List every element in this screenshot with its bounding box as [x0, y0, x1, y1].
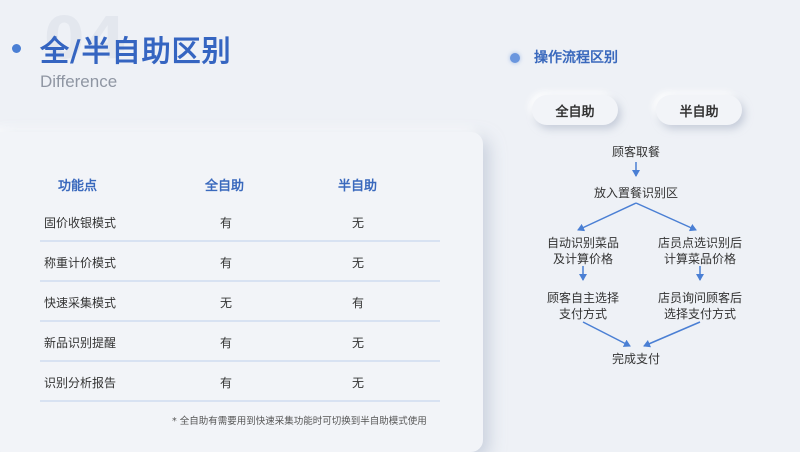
table-header-semi-self: 半自助: [338, 179, 378, 194]
mode-pill-semi-self: 半自助: [656, 95, 742, 125]
semi-self-cell: 有: [352, 296, 365, 310]
full-self-cell: 有: [220, 216, 233, 230]
feature-cell: 称重计价模式: [44, 256, 117, 270]
row-divider: [40, 400, 440, 402]
title-bullet-icon: [12, 44, 21, 53]
feature-cell: 新品识别提醒: [44, 336, 117, 350]
flow-step-pickup: 顾客取餐: [611, 145, 660, 159]
semi-self-cell: 无: [352, 256, 365, 270]
table-row: 识别分析报告 有 无: [0, 362, 470, 402]
flow-right-staff-pay: 店员询问顾客后 选择支付方式: [657, 291, 742, 321]
full-self-cell: 有: [220, 336, 233, 350]
table-header-feature: 功能点: [58, 179, 98, 194]
full-self-cell: 无: [220, 296, 233, 310]
semi-self-cell: 无: [352, 336, 365, 350]
arrow-step2-to-left: [577, 202, 637, 232]
page-subtitle: Difference: [40, 72, 118, 91]
page-title: 全/半自助区别: [40, 34, 232, 68]
table-row: 称重计价模式 有 无: [0, 242, 470, 282]
row-divider: [40, 280, 440, 282]
table-row: 固价收银模式 有 无: [0, 202, 470, 242]
section-bullet-icon: [510, 53, 520, 63]
arrow-left-to-end: [582, 321, 631, 347]
flow-section-title: 操作流程区别: [534, 50, 618, 66]
feature-cell: 识别分析报告: [44, 376, 117, 390]
row-divider: [40, 240, 440, 242]
flow-step-place: 放入置餐识别区: [593, 186, 678, 200]
row-divider: [40, 360, 440, 362]
table-row: 新品识别提醒 有 无: [0, 322, 470, 362]
row-divider: [40, 320, 440, 322]
table-row: 快速采集模式 无 有: [0, 282, 470, 322]
full-self-cell: 有: [220, 376, 233, 390]
full-self-cell: 有: [220, 256, 233, 270]
comparison-table-card: [0, 132, 483, 452]
feature-cell: 快速采集模式: [44, 296, 117, 310]
feature-cell: 固价收银模式: [44, 216, 117, 230]
flow-right-staff-select: 店员点选识别后 计算菜品价格: [657, 236, 742, 266]
arrow-right-to-end: [643, 321, 701, 348]
flow-step-complete: 完成支付: [611, 352, 660, 366]
semi-self-cell: 无: [352, 216, 365, 230]
flow-left-auto-recognize: 自动识别菜品 及计算价格: [546, 236, 619, 266]
table-footnote: * 全自助有需要用到快速采集功能时可切换到半自助模式使用: [172, 416, 427, 427]
mode-pill-full-self: 全自助: [532, 95, 618, 125]
semi-self-cell: 无: [352, 376, 365, 390]
section-number: 04: [44, 4, 129, 72]
flow-left-customer-pay: 顾客自主选择 支付方式: [546, 291, 619, 321]
arrow-step2-to-right: [635, 202, 697, 232]
table-header-full-self: 全自助: [205, 179, 245, 194]
